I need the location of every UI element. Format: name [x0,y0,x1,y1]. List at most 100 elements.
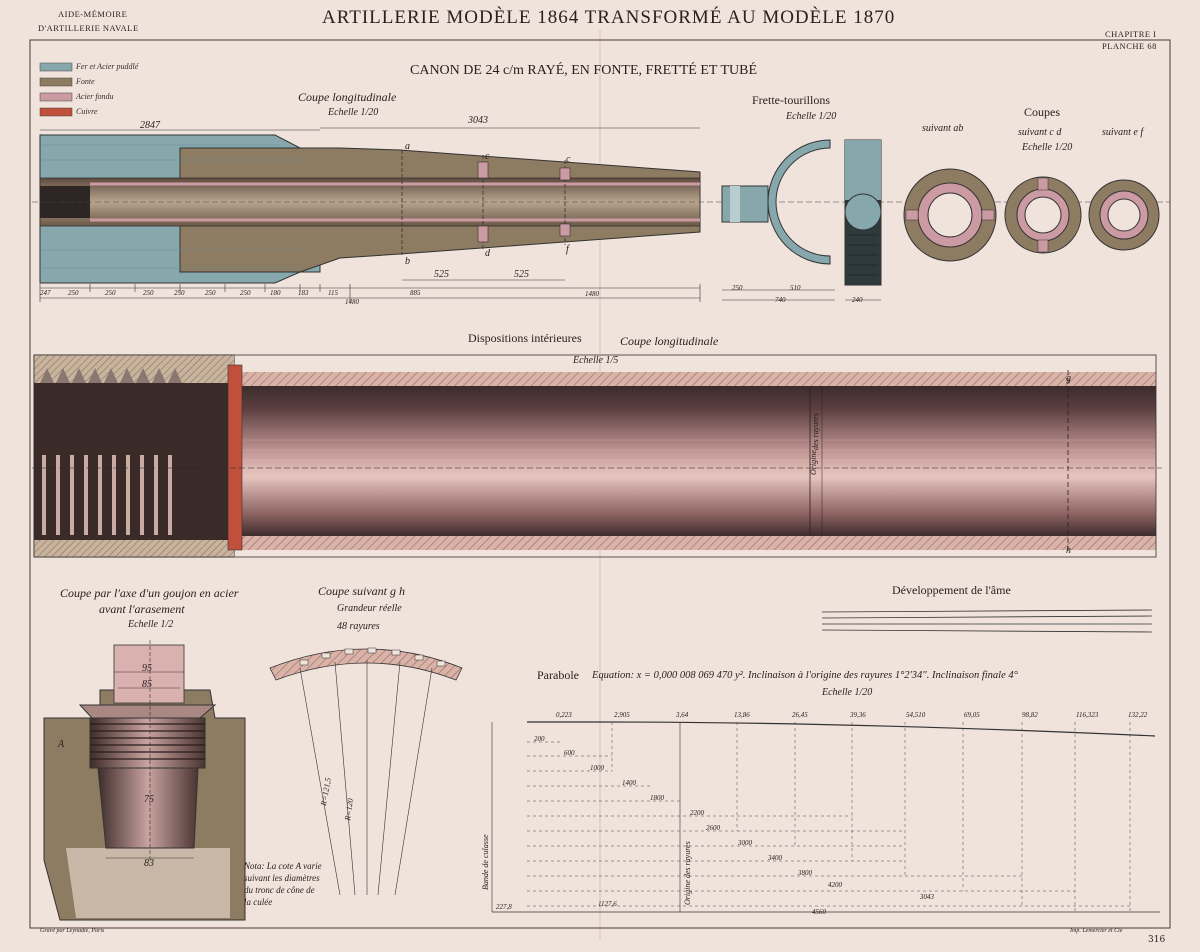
rifling-title: Coupe suivant g h [318,584,405,598]
parabola-step-8: 3000 [738,839,752,847]
parabola-top-3: 3,64 [676,711,689,719]
coupes-title: Coupes [1024,105,1060,119]
legend-label-2: Fonte [76,77,95,86]
dim-bottom-10: 115 [328,289,338,297]
trunnion-hoop-drawing [721,139,882,301]
parabola-step-7: 2600 [706,824,720,832]
dim-bottom-1: 247 [40,289,51,297]
dim-bottom-5: 250 [174,289,185,297]
legend-swatch-steel [39,92,73,102]
stud-note-2: suivant les diamètres [244,873,320,883]
parabola-top-9: 98,82 [1022,711,1038,719]
frette-title: Frette-tourillons [752,93,830,107]
letter-a: a [405,141,410,152]
stud-note-1: Nota: La cote A varie [244,861,322,871]
parabola-top-7: 54,510 [906,711,926,719]
dim-bottom-2: 250 [68,289,79,297]
rifling-sub1: Grandeur réelle [337,603,402,614]
page-title: ARTILLERIE MODÈLE 1864 TRANSFORMÉ AU MOD… [322,7,896,28]
development-title: Développement de l'âme [892,583,1011,597]
stud-note-4: la culée [244,897,273,907]
rifling-section-drawing [269,647,463,896]
parabola-label: Parabole [537,668,579,682]
dim-bottom-11: 885 [410,289,421,297]
letter-f: f [566,244,569,255]
stud-title-line2: avant l'arasement [99,602,185,616]
parabola-step-2: 600 [564,749,575,757]
header-right-line2: PLANCHE 68 [1102,41,1157,51]
parabola-top-2: 2,905 [614,711,630,719]
interior-origin-label: Origine [809,450,818,475]
parabola-top-6: 39,36 [850,711,866,719]
coupe-ab-label: suivant ab [922,123,964,134]
legend-label-3: Acier fondu [76,92,114,101]
dim-mid-2: 525 [514,269,529,280]
dim-mid-1: 525 [434,269,449,280]
stud-scale: Echelle 1/2 [128,619,174,630]
legend-swatch-castiron [39,77,73,87]
parabola-top-5: 26,45 [792,711,808,719]
dim-bottom-6: 250 [205,289,216,297]
parabola-top-10: 116,323 [1076,711,1099,719]
dim-frette-4: 240 [852,296,863,304]
parabola-scale: Echelle 1/20 [822,687,873,698]
letter-d: d [485,248,490,259]
header-left-line1: AIDE-MÉMOIRE [58,9,128,19]
legend-label-4: Cuivre [76,107,98,116]
dim-frette-3: 740 [775,296,786,304]
bore-development-drawing [821,609,1153,633]
plate-frame [29,39,1171,929]
rifling-sub2: 48 rayures [337,621,380,632]
parabola-step-6: 2200 [690,809,704,817]
cross-section-cd [1004,176,1082,254]
parabola-top-1: 0,223 [556,711,572,719]
parabola-step-5: 1800 [650,794,664,802]
parabola-step-11: 4200 [828,881,842,889]
dim-bottom-8: 180 [270,289,281,297]
parabola-vertical-1: Bande de culasse [481,834,490,890]
parabola-step-13: 4560 [812,908,826,916]
dim-frette-2: 510 [790,284,801,292]
parabola-equation: Equation: x = 0,000 008 069 470 y². Incl… [592,670,1018,681]
interior-letter-g: g [1066,373,1071,384]
stud-dim-75: 75 [144,794,154,805]
stud-title-line1: Coupe par l'axe d'un goujon en acier [60,586,239,600]
header-left-line2: D'ARTILLERIE NAVALE [38,23,139,33]
parabola-top-8: 69,05 [964,711,980,719]
stud-dim-a: A [58,739,65,750]
parabola-step-10: 3800 [798,869,812,877]
dim-bottom-4: 250 [143,289,154,297]
legend-label-1: Fer et Acier puddlé [76,62,139,71]
footer-engraver: Gravé par Leynadie, Paris [40,928,105,934]
letter-e: c [566,154,571,165]
interior-section-drawing [32,354,1162,558]
dim-top-1: 2847 [140,120,160,131]
coupe-scale: Echelle 1/20 [328,107,379,118]
interior-subtitle: Coupe longitudinale [620,334,719,348]
coupe-title: Coupe longitudinale [298,90,397,104]
letter-b: b [405,256,410,267]
header-right-line1: CHAPITRE I [1105,29,1157,39]
parabola-step-12: 3043 [920,893,934,901]
stud-dim-95: 95 [142,663,152,674]
dim-bottom-12: 1480 [585,290,599,298]
frette-scale: Echelle 1/20 [786,111,837,122]
interior-scale: Echelle 1/5 [573,355,619,366]
plate-subtitle: CANON DE 24 c/m RAYÉ, EN FONTE, FRETTÉ E… [410,63,758,78]
dim-bottom-9: 183 [298,289,309,297]
coupes-sub: suivant c d [1018,127,1062,138]
cross-section-ef [1088,179,1160,251]
interior-letter-h: h [1066,545,1071,556]
stud-dim-85: 85 [142,679,152,690]
parabola-step-1: 200 [534,735,545,743]
parabola-top-11: 132,22 [1128,711,1148,719]
parabola-step-9: 3400 [768,854,782,862]
dim-bottom-13: 1480 [345,298,359,306]
dim-bottom-3: 250 [105,289,116,297]
stud-dim-83: 83 [144,858,154,869]
dim-top-2: 3043 [468,115,488,126]
parabola-bottom-1: 227,8 [496,903,512,911]
parabola-top-4: 13,86 [734,711,750,719]
legend-swatch-copper [39,107,73,117]
